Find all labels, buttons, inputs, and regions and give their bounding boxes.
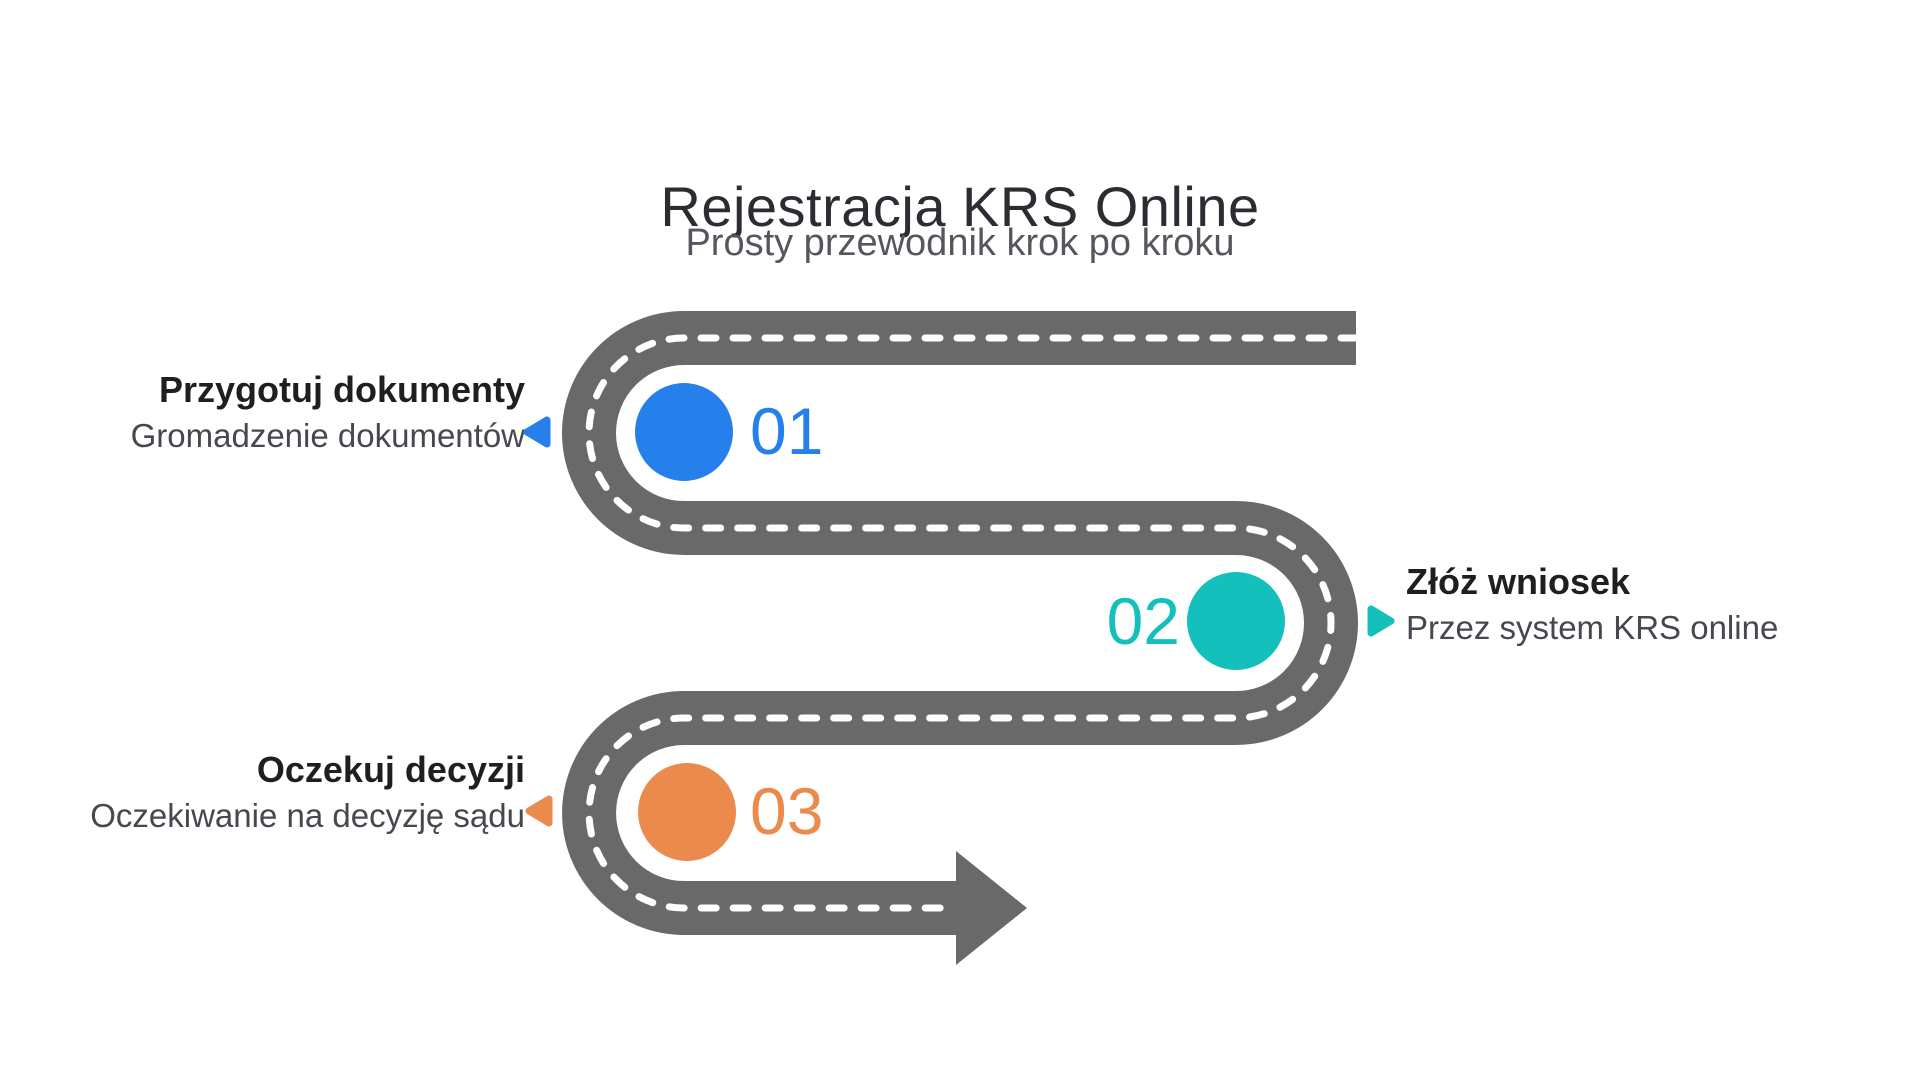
step-1-description: Gromadzenie dokumentów: [130, 417, 525, 454]
step-3-number: 03: [750, 774, 824, 848]
step-2-number: 02: [1106, 584, 1180, 658]
step-2-marker-circle: [1187, 572, 1285, 670]
page-subtitle: Prosty przewodnik krok po kroku: [685, 222, 1235, 264]
step-3-description: Oczekiwanie na decyzję sądu: [90, 797, 525, 834]
road-arrowhead-icon: [956, 851, 1027, 965]
step-2-pointer-right-icon: [1367, 605, 1395, 637]
step-1-title: Przygotuj dokumenty: [158, 369, 525, 410]
step-1-label-block: Przygotuj dokumenty Gromadzenie dokument…: [131, 368, 525, 456]
step-2-label-block: Złóż wniosek Przez system KRS online: [1406, 560, 1778, 648]
step-3-label-block: Oczekuj decyzji Oczekiwanie na decyzję s…: [90, 748, 525, 836]
page-title: Rejestracja KRS Online: [660, 174, 1260, 238]
step-2-title: Złóż wniosek: [1406, 561, 1631, 602]
step-3-marker-circle: [638, 763, 736, 861]
step-3-title: Oczekuj decyzji: [256, 749, 525, 790]
step-2-description: Przez system KRS online: [1406, 609, 1779, 646]
step-1-number: 01: [750, 394, 824, 468]
step-1-marker-circle: [635, 383, 733, 481]
step-1-pointer-left-icon: [523, 416, 551, 448]
step-3-pointer-left-icon: [525, 795, 553, 827]
road-center-dashed-line: [585, 334, 1360, 912]
